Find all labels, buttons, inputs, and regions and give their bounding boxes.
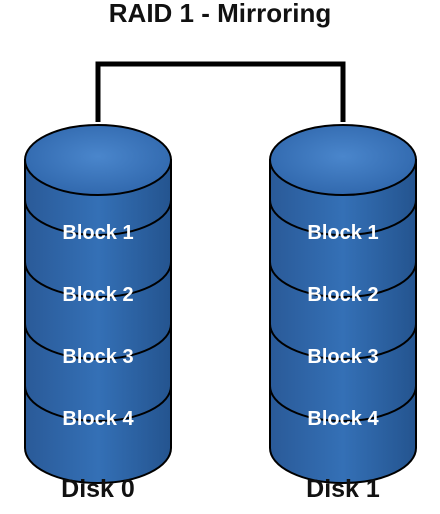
cylinder-body [269, 159, 417, 484]
cylinder-body [24, 159, 172, 484]
block-label: Block 3 [307, 346, 378, 368]
cylinder-top [24, 124, 172, 196]
diagram-title: RAID 1 - Mirroring [109, 0, 331, 28]
block-divider [24, 199, 172, 236]
disk-1-label: Disk 1 [306, 475, 380, 503]
block-label: Block 2 [307, 284, 378, 306]
disk-1-cylinder: Block 1 Block 2 Block 3 Block 4 [269, 124, 417, 484]
block-divider [269, 323, 417, 360]
block-label: Block 3 [62, 346, 133, 368]
block-label: Block 4 [307, 408, 379, 430]
block-label: Block 1 [307, 222, 378, 244]
block-divider [269, 261, 417, 298]
disk-0-cylinder: Block 1 Block 2 Block 3 Block 4 [24, 124, 172, 484]
block-divider [24, 385, 172, 422]
block-divider [269, 385, 417, 422]
disk-0-label: Disk 0 [61, 475, 135, 503]
block-label: Block 2 [62, 284, 133, 306]
block-divider [269, 199, 417, 236]
block-divider [24, 261, 172, 298]
mirror-connector [95, 61, 346, 122]
cylinder-top [269, 124, 417, 196]
block-label: Block 1 [62, 222, 133, 244]
block-divider [24, 323, 172, 360]
block-label: Block 4 [62, 408, 134, 430]
